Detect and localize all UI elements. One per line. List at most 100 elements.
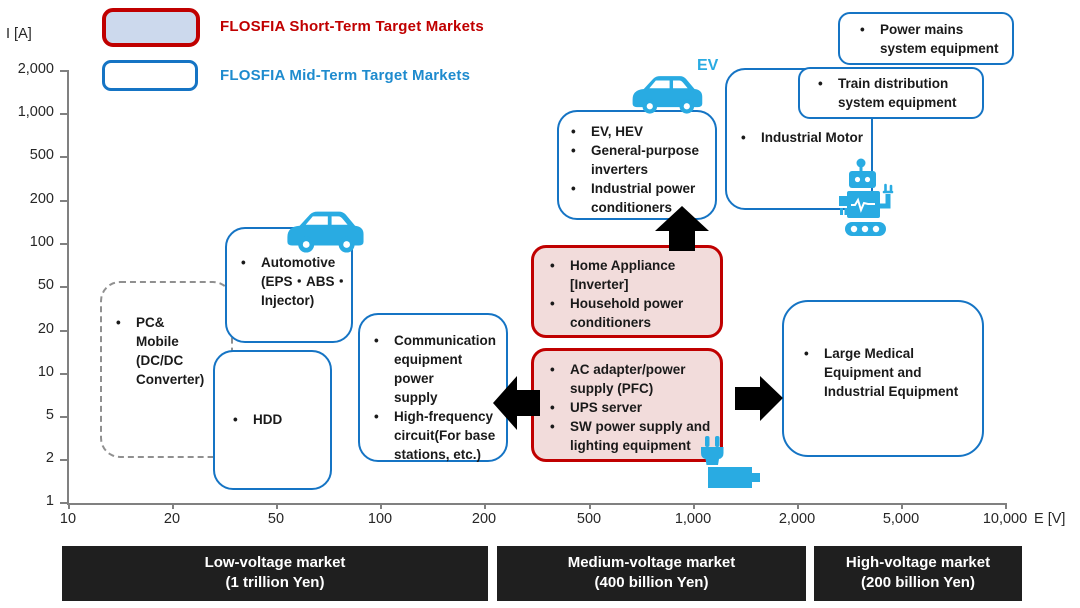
arrow-up-icon [655, 206, 709, 251]
bullet-item: • Large Medical Equipment and Industrial … [800, 344, 980, 401]
x-tick-label: 50 [267, 511, 285, 527]
legend-short-term-swatch [102, 8, 200, 47]
item-text: Power mains system equipment [880, 22, 999, 56]
item-text: Train distribution system equipment [838, 76, 957, 110]
bullet-dot: • [116, 315, 121, 330]
bullet-dot: • [550, 258, 555, 273]
y-axis-label: I [A] [6, 26, 32, 42]
x-tick-label: 500 [576, 511, 602, 527]
bullet-item: • UPS server [546, 398, 718, 417]
item-text: Home Appliance [Inverter] [570, 258, 676, 292]
y-tick-label: 500 [29, 147, 54, 163]
tick-mark [484, 503, 486, 509]
box-train-distribution: •Train distribution system equipment [798, 67, 984, 119]
tick-mark [60, 286, 68, 288]
bullet-dot: • [374, 409, 379, 424]
medium-voltage-market-bar: Medium-voltage market (400 billion Yen) [497, 546, 806, 601]
tick-mark [1005, 503, 1007, 509]
y-tick-label: 2,000 [17, 61, 54, 77]
x-tick-label: 2,000 [778, 511, 816, 527]
y-tick-label: 20 [37, 321, 54, 337]
bullet-dot: • [571, 181, 576, 196]
legend-mid-term-swatch [102, 60, 198, 91]
y-tick-label: 1 [45, 493, 54, 509]
item-text: High-frequency circuit(For base stations… [394, 409, 496, 462]
bullet-item: •Train distribution system equipment [814, 74, 980, 112]
bullet-dot: • [241, 255, 246, 270]
tick-mark [172, 503, 174, 509]
tick-mark [60, 113, 68, 115]
arrow-right-icon [735, 376, 783, 421]
y-tick-label: 200 [29, 191, 54, 207]
arrow-left-icon [493, 376, 540, 430]
item-text: SW power supply and lighting equipment [570, 419, 711, 453]
bullet-item: • Home Appliance [Inverter] [546, 256, 718, 294]
item-text: AC adapter/power supply (PFC) [570, 362, 686, 396]
bar-title: High-voltage market [845, 554, 991, 571]
x-tick-label: 10 [59, 511, 77, 527]
ev-car-icon [632, 76, 703, 114]
tick-mark [60, 502, 68, 504]
tick-mark [60, 330, 68, 332]
x-axis-label: E [V] [1034, 511, 1066, 527]
item-text: UPS server [570, 400, 643, 415]
tick-mark [60, 70, 68, 72]
bar-subtitle: (1 trillion Yen) [225, 574, 325, 591]
bullet-dot: • [741, 130, 746, 145]
bullet-item: • High-frequency circuit(For base station… [370, 407, 504, 464]
item-text: Industrial Motor [761, 130, 863, 145]
box-ac-adapter: • AC adapter/power supply (PFC) • UPS serv… [531, 348, 723, 462]
bullet-dot: • [804, 346, 809, 361]
legend-short-term-label: FLOSFIA Short-Term Target Markets [220, 18, 484, 35]
box-hdd: •HDD [213, 350, 332, 490]
bullet-dot: • [550, 400, 555, 415]
robot-icon [839, 158, 894, 236]
box-ev-hev: • EV, HEV •General-purpose inverters • Ind… [557, 110, 717, 220]
item-text: EV, HEV [591, 124, 644, 139]
tick-mark [60, 156, 68, 158]
tick-mark [380, 503, 382, 509]
bullet-dot: • [571, 143, 576, 158]
high-voltage-market-bar: High-voltage market (200 billion Yen) [814, 546, 1022, 601]
tick-mark [589, 503, 591, 509]
bar-title: Low-voltage market [204, 554, 346, 571]
bullet-dot: • [550, 419, 555, 434]
bullet-dot: • [860, 22, 865, 37]
car-icon [287, 211, 364, 253]
x-axis-line [67, 503, 1007, 505]
bar-subtitle: (400 billion Yen) [594, 574, 709, 591]
legend-mid-term-label: FLOSFIA Mid-Term Target Markets [220, 67, 471, 84]
item-text: HDD [253, 412, 283, 427]
tick-mark [68, 503, 70, 509]
item-text: Large Medical Equipment and Industrial E… [824, 346, 959, 399]
y-tick-label: 10 [37, 364, 54, 380]
bullet-item: •General-purpose inverters [567, 141, 713, 179]
tick-mark [60, 243, 68, 245]
bullet-item: • Automotive (EPS・ABS・ Injector) [237, 253, 349, 310]
bullet-item: • Industrial Motor [737, 128, 869, 147]
power-plug-icon [701, 436, 760, 488]
tick-mark [60, 373, 68, 375]
tick-mark [60, 459, 68, 461]
bullet-dot: • [550, 362, 555, 377]
tick-mark [797, 503, 799, 509]
y-tick-label: 2 [45, 450, 54, 466]
bullet-item: •HDD [229, 410, 328, 429]
box-automotive: • Automotive (EPS・ABS・ Injector) [225, 227, 353, 343]
bullet-item: • Power mains system equipment [856, 20, 1004, 58]
bullet-dot: • [550, 296, 555, 311]
bar-title: Medium-voltage market [567, 554, 736, 571]
bullet-item: • AC adapter/power supply (PFC) [546, 360, 718, 398]
bullet-item: • SW power supply and lighting equipment [546, 417, 718, 455]
tick-mark [901, 503, 903, 509]
box-communication: •Communication equipment power supply •H… [358, 313, 508, 462]
bullet-dot: • [374, 333, 379, 348]
x-tick-label: 100 [367, 511, 393, 527]
item-text: Automotive (EPS・ABS・ Injector) [261, 255, 349, 308]
item-text: Industrial power conditioners [591, 181, 696, 215]
x-tick-label: 1,000 [674, 511, 712, 527]
tick-mark [60, 416, 68, 418]
tick-mark [693, 503, 695, 509]
low-voltage-market-bar: Low-voltage market (1 trillion Yen) [62, 546, 488, 601]
